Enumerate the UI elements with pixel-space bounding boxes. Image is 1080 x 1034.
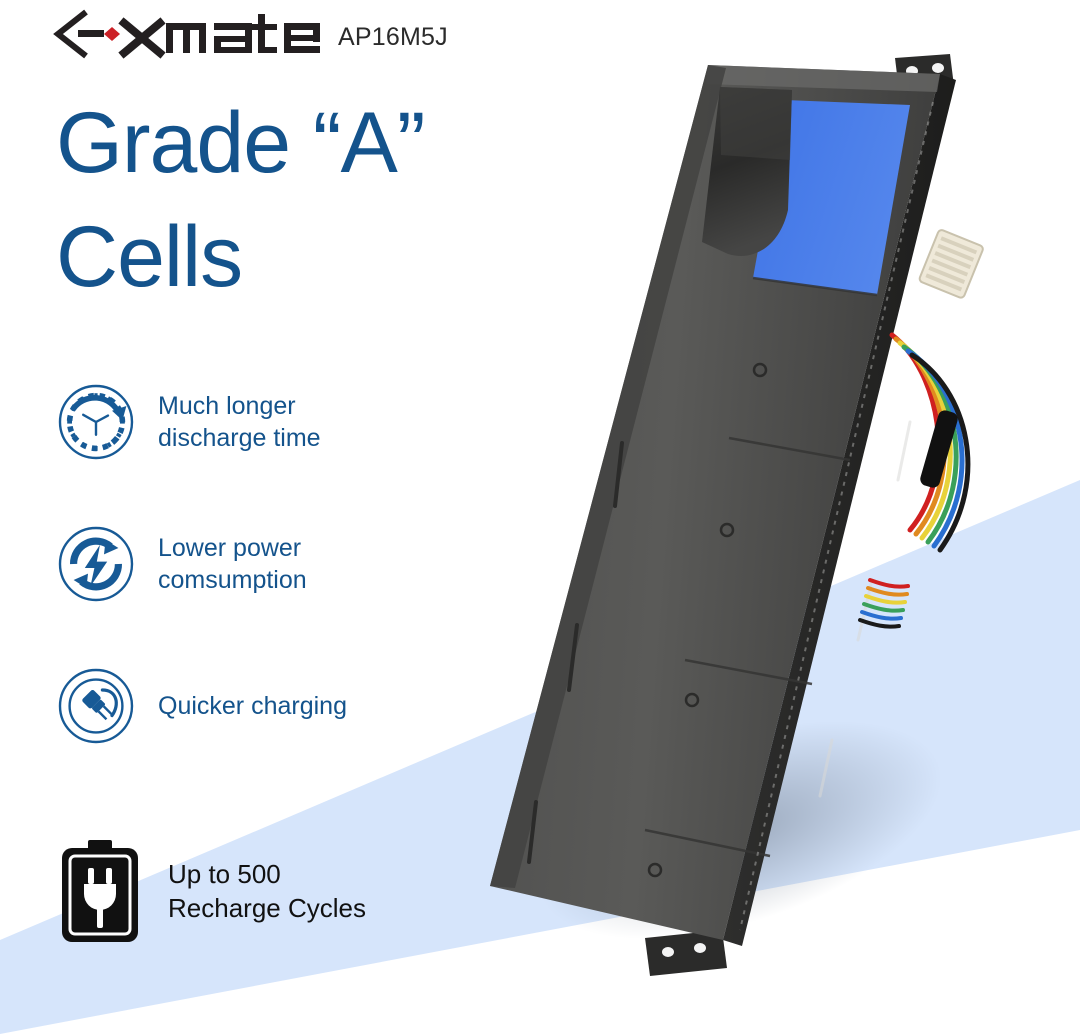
page-title: Grade “A” Cells [56, 95, 426, 306]
feature-item-lower-power: Lower power comsumption [56, 514, 476, 614]
xmate-logo-icon [53, 9, 320, 59]
brand-logo [52, 8, 320, 60]
feature-list: Much longer discharge time Lower power c… [56, 372, 476, 798]
clock-arrow-icon [56, 382, 136, 462]
feature-item-quicker-charging: Quicker charging [56, 656, 476, 756]
model-code-label: AP16M5J [338, 22, 448, 51]
battery-plug-icon [58, 840, 142, 944]
feature-item-discharge-time: Much longer discharge time [56, 372, 476, 472]
feature-label: Quicker charging [158, 692, 347, 720]
power-lightning-icon [56, 524, 136, 604]
brand-header: AP16M5J [52, 8, 448, 60]
recharge-cycles-callout: Up to 500 Recharge Cycles [58, 840, 366, 944]
feature-label: Lower power comsumption [158, 534, 307, 594]
product-image-laptop-battery [440, 40, 1060, 1000]
plug-icon [56, 666, 136, 746]
feature-label: Much longer discharge time [158, 392, 321, 452]
recharge-cycles-label: Up to 500 Recharge Cycles [168, 859, 366, 923]
